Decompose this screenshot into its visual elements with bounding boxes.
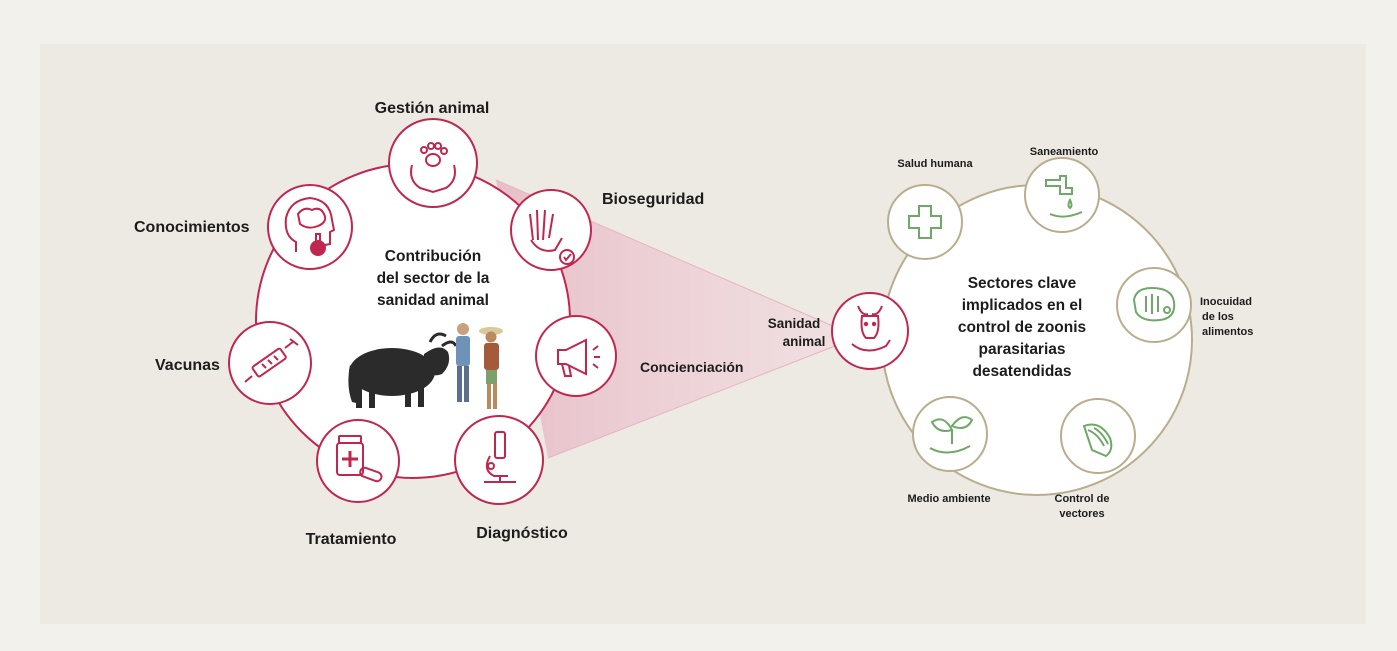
left-center-line-1: Contribución xyxy=(385,248,481,265)
megaphone-icon xyxy=(557,338,600,377)
microscope-icon xyxy=(484,431,516,483)
right-node-inocuidad xyxy=(1116,267,1192,343)
cow-hand-icon xyxy=(851,305,891,352)
meat-icon xyxy=(1132,286,1176,322)
label-gestion: Gestión animal xyxy=(375,100,490,117)
beam-edge-bottom xyxy=(547,336,859,459)
right-center-line-4: parasitarias xyxy=(978,341,1065,358)
left-node-conocimientos xyxy=(267,184,353,270)
syringe-icon xyxy=(244,338,299,383)
buffalo-and-people-icon xyxy=(348,323,503,409)
right-node-vectores xyxy=(1060,398,1136,474)
label-inocuidad-line-2: de los xyxy=(1202,311,1234,323)
left-node-tratamiento xyxy=(316,419,400,503)
paw-hands-icon xyxy=(410,142,456,194)
label-tratamiento: Tratamiento xyxy=(306,531,397,548)
label-vacunas: Vacunas xyxy=(155,357,220,374)
tap-hand-icon xyxy=(1045,175,1083,218)
label-salud: Salud humana xyxy=(897,158,973,170)
label-sanidad-line-1: Sanidad xyxy=(768,316,821,331)
left-node-vacunas xyxy=(228,321,312,405)
label-sanidad-line-2: animal xyxy=(783,334,826,349)
label-inocuidad-line-3: alimentos xyxy=(1202,326,1253,338)
right-center-line-5: desatendidas xyxy=(972,363,1071,380)
label-bioseguridad: Bioseguridad xyxy=(602,191,704,208)
gloves-icon xyxy=(529,209,575,265)
left-node-bioseguridad xyxy=(510,189,592,271)
right-node-salud xyxy=(887,184,963,260)
right-center-line-1: Sectores clave xyxy=(968,275,1077,292)
left-node-concienciacion xyxy=(535,315,617,397)
label-saneamiento: Saneamiento xyxy=(1030,146,1099,158)
left-node-diagnostico xyxy=(454,415,544,505)
label-medio: Medio ambiente xyxy=(907,493,990,505)
label-concienciacion: Concienciación xyxy=(640,359,743,375)
medicine-icon xyxy=(336,435,383,483)
right-center-line-2: implicados en el xyxy=(962,297,1083,314)
snail-icon xyxy=(1082,423,1113,458)
right-node-saneamiento xyxy=(1024,157,1100,233)
brain-head-icon xyxy=(284,196,336,256)
label-diagnostico: Diagnóstico xyxy=(476,525,568,542)
label-conocimientos: Conocimientos xyxy=(134,219,250,236)
right-node-medio xyxy=(912,396,988,472)
left-node-gestion xyxy=(388,118,478,208)
label-vectores-line-2: vectores xyxy=(1059,508,1104,520)
right-center-line-3: control de zoonis xyxy=(958,319,1086,336)
medical-cross-icon xyxy=(908,205,942,239)
plant-hand-icon xyxy=(929,416,974,454)
left-center-line-3: sanidad animal xyxy=(377,292,489,309)
label-vectores-line-1: Control de xyxy=(1055,493,1110,505)
left-center-line-2: del sector de la xyxy=(377,270,490,287)
right-node-sanidad xyxy=(831,292,909,370)
label-inocuidad-line-1: Inocuidad xyxy=(1200,296,1252,308)
